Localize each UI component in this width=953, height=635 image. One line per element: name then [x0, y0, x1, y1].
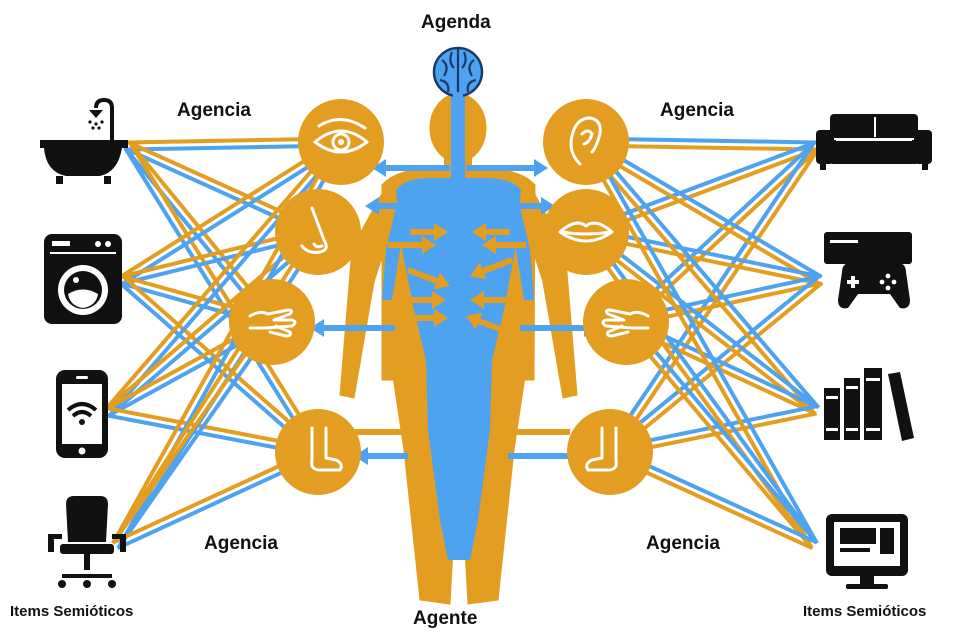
- signal-arrow-head: [496, 423, 510, 441]
- sense-circles: [229, 99, 669, 495]
- items-semioticos-label-left: Items Semióticos: [10, 603, 134, 620]
- connection-line-orange: [119, 137, 341, 279]
- books-icon: [824, 368, 914, 441]
- agencia-label-top-right: Agencia: [660, 100, 734, 121]
- game-console-icon: [824, 232, 912, 309]
- connection-line-blue: [587, 138, 821, 410]
- signal-arrow-head: [434, 309, 448, 327]
- monitor-icon: [826, 514, 908, 589]
- items-semioticos-label-right: Items Semióticos: [803, 603, 927, 620]
- ear-icon: [543, 99, 629, 185]
- bathtub-icon: [40, 97, 128, 184]
- signal-arrow-head: [433, 272, 450, 290]
- connection-line-blue: [117, 322, 277, 549]
- mouth-icon: [543, 189, 629, 275]
- brain-icon: [432, 46, 484, 102]
- sofa-icon: [816, 114, 932, 170]
- connection-line-blue: [108, 233, 322, 417]
- agente-label: Agente: [413, 608, 478, 629]
- connection-line-orange: [581, 142, 815, 414]
- smartphone-wifi-icon: [56, 370, 108, 458]
- connection-line-blue: [606, 275, 820, 451]
- office-chair-icon: [48, 496, 126, 588]
- agenda-label: Agenda: [421, 12, 491, 33]
- signal-arrow-head: [406, 423, 420, 441]
- connection-line-orange: [103, 138, 340, 412]
- agencia-label-bottom-left: Agencia: [204, 533, 278, 554]
- washing-machine-icon: [44, 234, 122, 324]
- foot-icon: [567, 409, 653, 495]
- signal-arrow: [477, 318, 504, 333]
- connection-line-orange: [583, 143, 820, 285]
- signal-arrow-head: [466, 312, 483, 330]
- signal-arrow-head: [354, 447, 368, 465]
- signal-arrow-head: [422, 236, 436, 254]
- connection-line-blue: [123, 146, 317, 455]
- signal-arrow-head: [434, 223, 448, 241]
- connection-line-blue: [627, 318, 819, 545]
- hand-icon: [583, 279, 669, 365]
- connection-line-orange: [621, 322, 813, 549]
- signal-arrow: [482, 257, 514, 274]
- connection-line-blue: [586, 137, 823, 279]
- connection-line-blue: [122, 143, 344, 285]
- signal-arrow-head: [470, 291, 484, 309]
- nose-icon: [275, 189, 361, 275]
- signal-arrows: [310, 159, 598, 465]
- eye-icon: [298, 99, 384, 185]
- foot-icon: [275, 409, 361, 495]
- signal-arrow-head: [482, 236, 496, 254]
- connection-line-orange: [129, 143, 323, 452]
- connection-line-blue: [587, 139, 819, 545]
- signal-arrow-head: [472, 223, 486, 241]
- signal-arrow: [406, 267, 438, 284]
- hand-icon: [229, 279, 315, 365]
- connection-line-orange: [111, 318, 271, 545]
- agencia-label-bottom-right: Agencia: [646, 533, 720, 554]
- signal-arrow-head: [534, 159, 548, 177]
- signal-arrow-head: [470, 262, 487, 280]
- signal-arrow-head: [541, 197, 555, 215]
- connection-line-orange: [582, 233, 816, 415]
- agencia-label-top-left: Agencia: [177, 100, 251, 121]
- signal-arrow-head: [310, 319, 324, 337]
- signal-arrow-head: [365, 197, 379, 215]
- signal-arrow-head: [432, 291, 446, 309]
- connection-line-blue: [586, 227, 820, 409]
- connection-line-blue: [605, 142, 815, 452]
- signal-arrow-head: [372, 159, 386, 177]
